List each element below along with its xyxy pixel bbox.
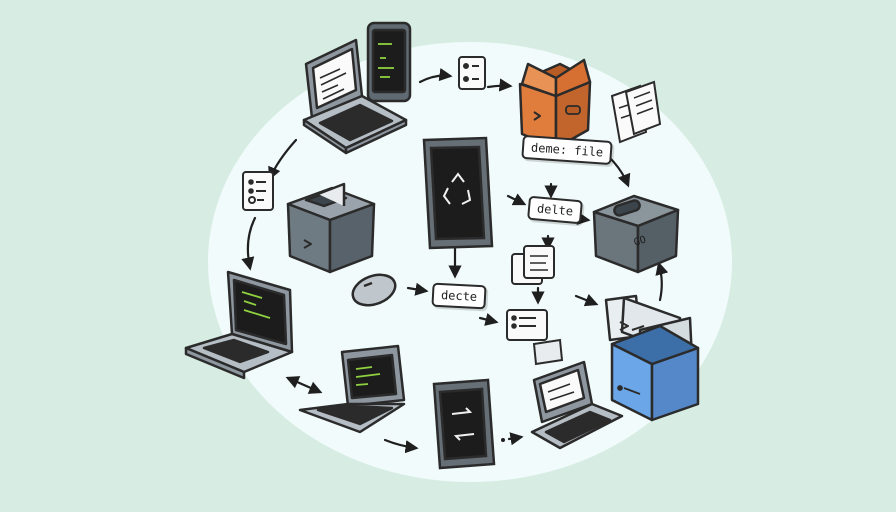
arrow-icon: [506, 193, 527, 206]
arrow-icon: [574, 293, 599, 307]
laptop-icon: [298, 344, 406, 434]
laptop-icon: [184, 270, 294, 380]
blue-crate-icon: [604, 294, 700, 422]
arrow-icon: [418, 68, 453, 84]
arrow-icon: [486, 78, 513, 92]
sync-screen-icon: [432, 378, 496, 470]
document-icon: [610, 80, 662, 144]
delete-label-bottom: decte: [431, 282, 487, 310]
arrow-icon: [383, 438, 419, 454]
server-box-icon: [592, 194, 680, 274]
arrow-icon: [655, 261, 669, 302]
recycle-screen-icon: [422, 136, 494, 250]
open-box-icon: [518, 58, 592, 150]
laptop-icon: [302, 38, 408, 155]
arrow-icon: [406, 282, 429, 296]
arrow-icon: [478, 313, 499, 326]
arrow-icon: [241, 216, 257, 271]
server-box-icon: [286, 182, 376, 274]
laptop-icon: [530, 360, 624, 450]
delete-label-top: delte: [527, 195, 584, 225]
document-icon: [242, 171, 274, 211]
document-icon: [511, 245, 555, 285]
tablet-icon: [366, 21, 412, 103]
mouse-icon: [351, 273, 397, 307]
folder-icon: [506, 309, 564, 366]
document-icon: [458, 56, 486, 90]
arrow-icon: [285, 376, 323, 394]
arrow-icon: [507, 432, 524, 446]
